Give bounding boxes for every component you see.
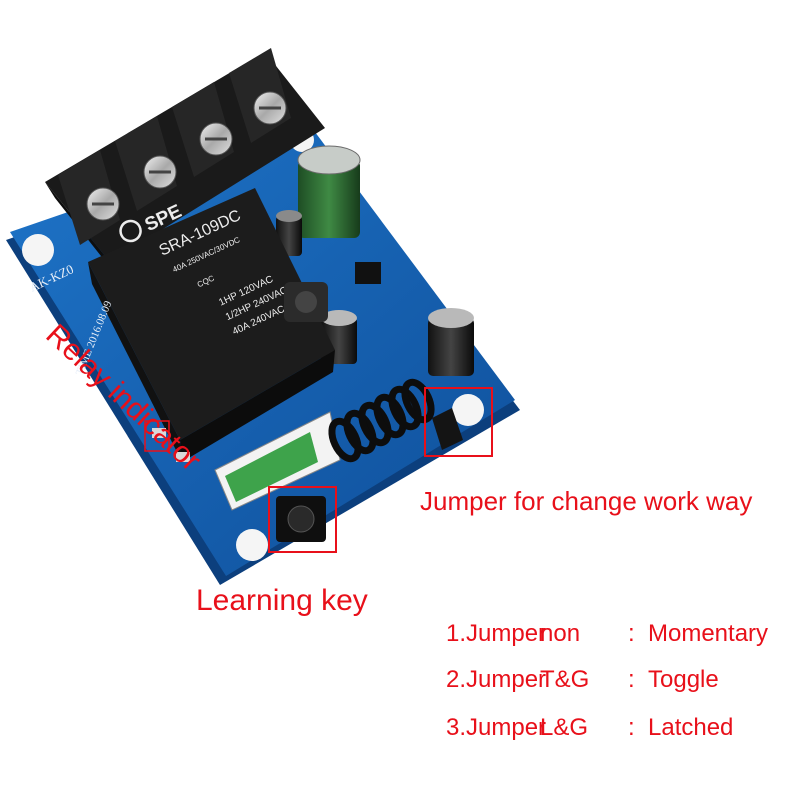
- capacitor-green: [297, 145, 361, 238]
- mode-item-momentary: 1.Jumpernon: Momentary: [446, 620, 768, 648]
- small-capacitors: [276, 210, 474, 376]
- relay-component: SPE SRA-109DC 40A 250VAC/30VDC CQC 1HP 1…: [88, 188, 335, 462]
- mode-jumper: L&G: [540, 714, 589, 741]
- antenna-coil: [328, 378, 435, 463]
- mode-number: 3.Jumper: [446, 714, 547, 741]
- rf-module: [214, 378, 435, 511]
- jumper-label: Jumper for change work way: [420, 486, 753, 516]
- spe-logo-icon: [119, 219, 142, 243]
- mode-item-latched: 3.JumperL&G: Latched: [446, 714, 733, 742]
- mode-description: Latched: [648, 714, 734, 741]
- relay-indicator-highlight: [144, 420, 170, 452]
- mode-colon: :: [628, 666, 635, 693]
- mode-item-toggle: 2.JumperT&G: Toggle: [446, 666, 719, 694]
- jumper-highlight: [424, 387, 493, 457]
- mode-description: Toggle: [648, 666, 719, 693]
- mode-number: 2.Jumper: [446, 666, 547, 693]
- inductor: [284, 282, 328, 322]
- mode-jumper: non: [540, 620, 581, 647]
- mode-number: 1.Jumper: [446, 620, 547, 647]
- mode-colon: :: [628, 620, 635, 647]
- relay-indicator-led: [152, 428, 190, 462]
- terminal-block: [45, 48, 325, 280]
- learning-key-button: [276, 496, 326, 542]
- jumper-header: [432, 408, 463, 450]
- learning-key-label: Learning key: [196, 584, 368, 617]
- mode-colon: :: [628, 714, 635, 741]
- mode-description: Momentary: [648, 620, 769, 647]
- learning-key-highlight: [268, 486, 337, 553]
- mode-jumper: T&G: [540, 666, 590, 693]
